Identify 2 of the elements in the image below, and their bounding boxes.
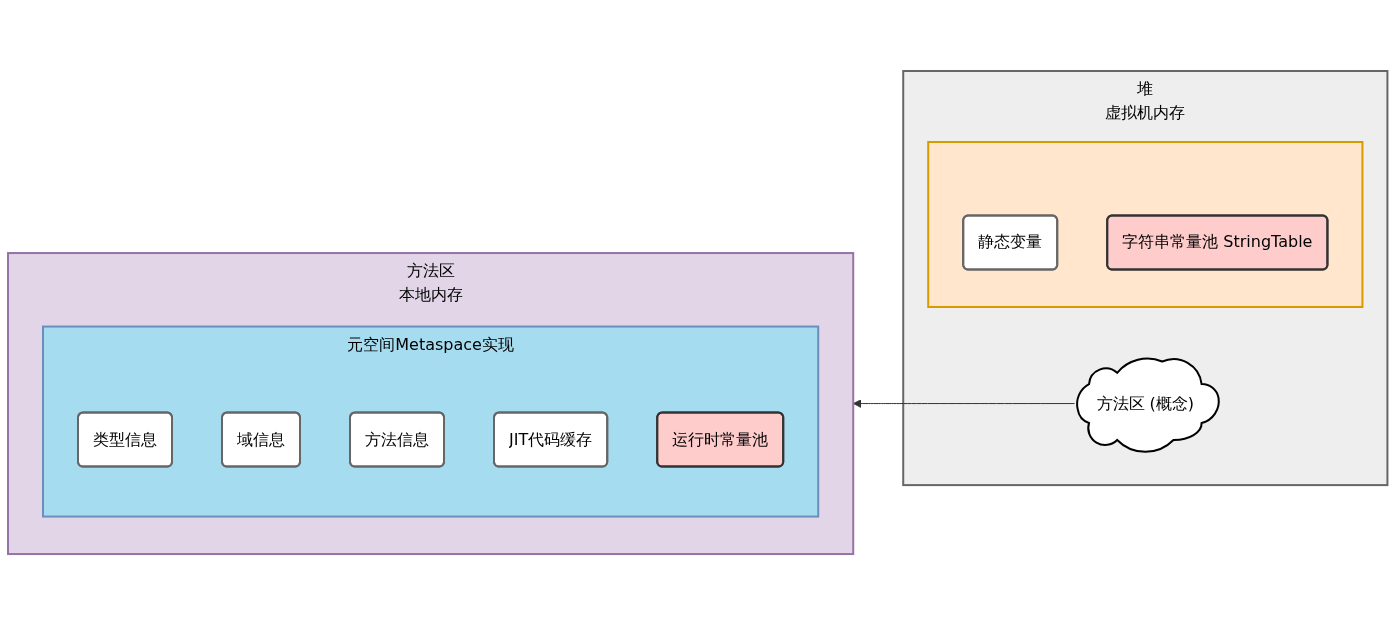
cluster xyxy=(927,141,1364,309)
arrow xyxy=(853,399,1076,409)
